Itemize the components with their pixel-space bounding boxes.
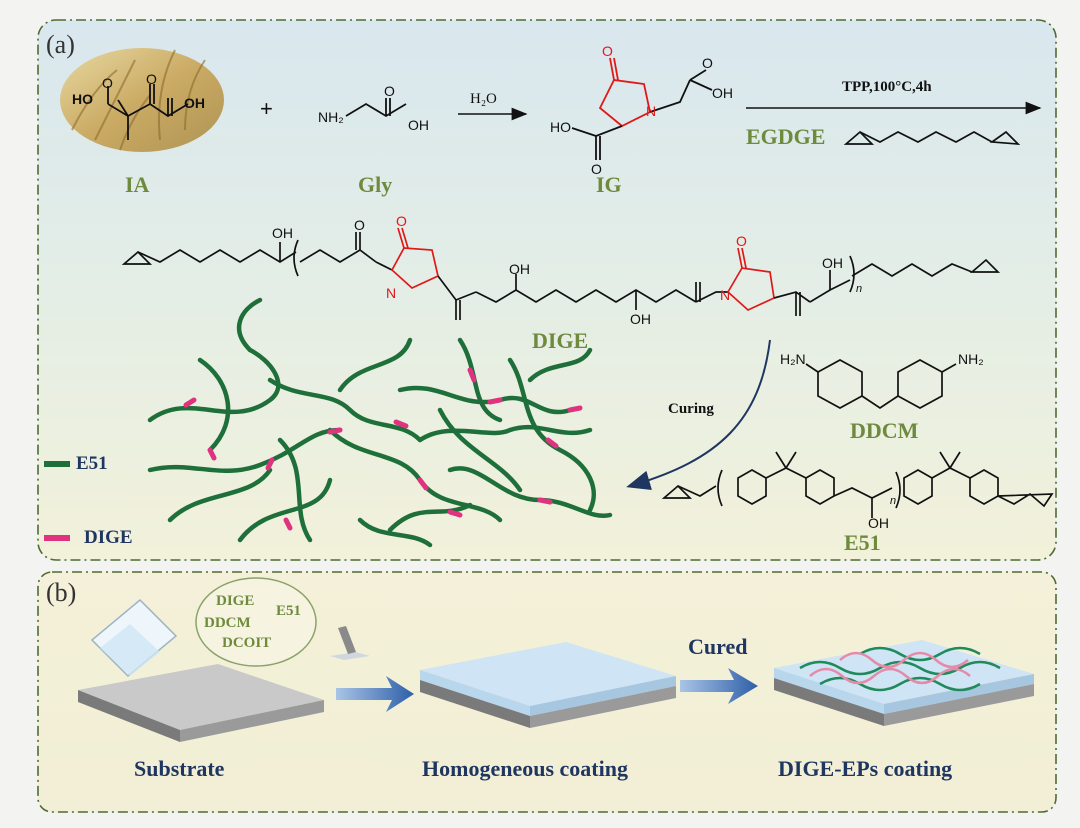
dige-n-1: N bbox=[386, 285, 397, 301]
ig-structure bbox=[571, 57, 713, 160]
dige-oh-2: OH bbox=[509, 261, 530, 277]
egdge-label: EGDGE bbox=[746, 124, 826, 149]
step-substrate: Substrate bbox=[134, 756, 225, 781]
ia-o-2: O bbox=[146, 71, 157, 87]
ig-o-bottom: O bbox=[591, 161, 602, 177]
dige-oh-4: OH bbox=[822, 255, 843, 271]
ig-label: IG bbox=[596, 172, 622, 197]
curing-label: Curing bbox=[668, 401, 714, 417]
bubble-ddcm: DDCM bbox=[204, 615, 251, 631]
cured-label: Cured bbox=[688, 634, 748, 659]
ig-oh: OH bbox=[712, 85, 733, 101]
beaker-icon bbox=[90, 598, 178, 678]
step-dige-eps-coating: DIGE-EPs coating bbox=[778, 756, 953, 781]
ig-o-acid: O bbox=[702, 55, 713, 71]
e51-structure bbox=[661, 451, 1054, 518]
dige-oh-1: OH bbox=[272, 225, 293, 241]
dige-oh-3: OH bbox=[630, 311, 651, 327]
gly-structure bbox=[345, 98, 407, 118]
gly-label: Gly bbox=[358, 172, 393, 197]
panel-a-tag: (a) bbox=[46, 30, 75, 59]
cured-coating-plate bbox=[774, 640, 1034, 726]
legend-dige-swatch bbox=[44, 535, 70, 541]
dige-n-2: N bbox=[720, 287, 731, 303]
plus-sign: + bbox=[260, 96, 273, 121]
egdge-structure bbox=[843, 130, 1021, 146]
e51-label: E51 bbox=[844, 530, 881, 555]
ia-o-1: O bbox=[102, 75, 113, 91]
ia-oh-right: OH bbox=[184, 95, 205, 111]
ddcm-nh2: NH₂ bbox=[958, 351, 984, 367]
dige-crosslinks bbox=[183, 367, 583, 531]
panel-b-tag: (b) bbox=[46, 578, 77, 607]
dige-n-subscript: n bbox=[856, 283, 863, 295]
e51-oh: OH bbox=[868, 515, 889, 531]
ig-n: N bbox=[646, 103, 657, 119]
process-arrow-2 bbox=[680, 668, 758, 704]
ddcm-label: DDCM bbox=[850, 418, 919, 443]
ia-ho-left: HO bbox=[72, 91, 93, 107]
ia-structure bbox=[107, 84, 189, 140]
gly-nh2: NH₂ bbox=[318, 109, 344, 125]
ig-ho: HO bbox=[550, 119, 571, 135]
process-arrow-1 bbox=[336, 676, 414, 712]
gly-oh: OH bbox=[408, 117, 429, 133]
dige-o-ring-2: O bbox=[736, 233, 747, 249]
dige-o-ring-1: O bbox=[396, 213, 407, 229]
bubble-e51: E51 bbox=[276, 603, 302, 619]
wheat-field-image bbox=[60, 48, 224, 152]
legend-e51-label: E51 bbox=[76, 453, 108, 474]
dige-label: DIGE bbox=[532, 328, 589, 353]
ddcm-h2n: H₂N bbox=[780, 351, 806, 367]
bubble-dige: DIGE bbox=[216, 593, 255, 609]
substrate-plate bbox=[78, 664, 324, 742]
ingredient-bubble bbox=[195, 577, 317, 667]
gly-o: O bbox=[384, 83, 395, 99]
curing-arrow bbox=[626, 339, 771, 491]
step-homogeneous-coating: Homogeneous coating bbox=[422, 756, 628, 781]
panel-a-frame bbox=[37, 19, 1057, 561]
homogeneous-coating-plate bbox=[420, 642, 676, 728]
legend-e51-swatch bbox=[44, 461, 70, 467]
e51-n-subscript: n bbox=[890, 495, 897, 507]
ig-o-ring: O bbox=[602, 43, 613, 59]
dige-o-carbonyl-1: O bbox=[354, 217, 365, 233]
arrow-water-label: H₂O bbox=[470, 91, 497, 107]
ia-label: IA bbox=[125, 172, 150, 197]
ddcm-structure bbox=[805, 359, 957, 410]
bubble-dcoit: DCOIT bbox=[222, 635, 272, 651]
coater-blade bbox=[330, 626, 370, 660]
conditions-label: TPP,100°C,4h bbox=[842, 79, 932, 95]
legend-dige-label: DIGE bbox=[84, 527, 133, 548]
dige-structure bbox=[121, 227, 1001, 320]
